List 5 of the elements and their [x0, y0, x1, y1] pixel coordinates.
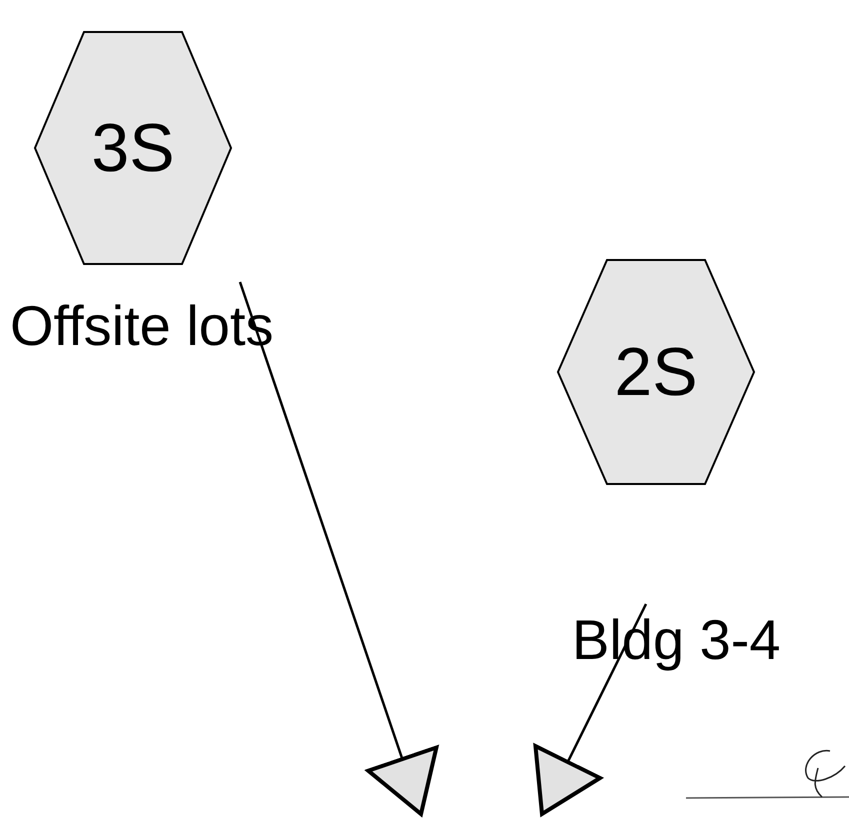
hexagon — [556, 258, 756, 486]
node-label: 3S — [90, 114, 176, 182]
node-label: 2S — [613, 338, 699, 406]
hexagon — [33, 30, 233, 266]
arrow — [238, 282, 438, 816]
